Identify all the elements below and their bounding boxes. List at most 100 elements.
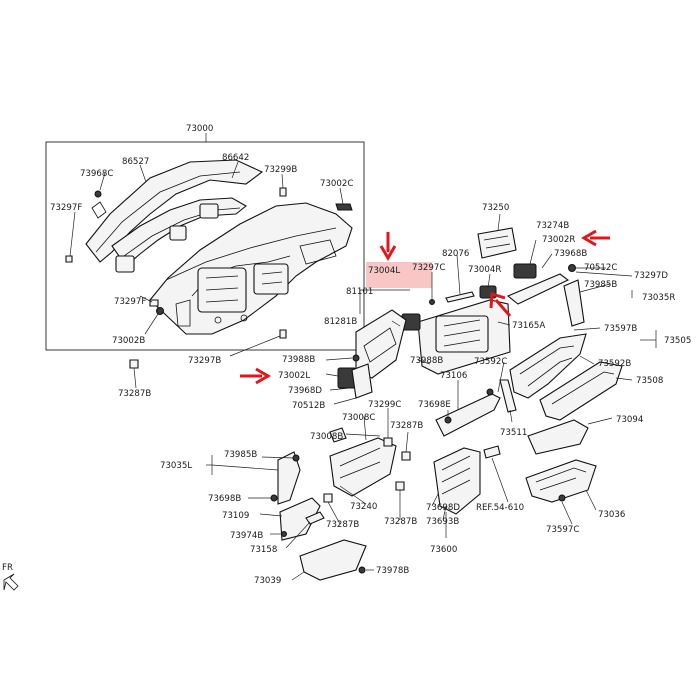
highlight-73004L xyxy=(366,262,432,288)
label-81101: 81101 xyxy=(346,287,373,297)
panel-73035L xyxy=(277,451,301,505)
panel-73035R xyxy=(506,273,570,305)
glovebox-73508 xyxy=(539,361,623,421)
label-73968C: 73968C xyxy=(80,169,113,179)
label-ref-54-610: REF.54-610 xyxy=(476,503,524,513)
label-73002R: 73002R xyxy=(542,235,575,245)
panel-73511 xyxy=(499,379,517,413)
clip-73978B xyxy=(358,566,366,574)
label-73297B: 73297B xyxy=(188,356,221,366)
red-arrow-73004L-icon xyxy=(379,232,397,261)
label-73002C: 73002C xyxy=(320,179,353,189)
label-70512B: 70512B xyxy=(292,401,325,411)
cover-73039 xyxy=(299,539,367,581)
label-73988B-b: 73988B xyxy=(410,356,443,366)
label-73597C: 73597C xyxy=(546,525,579,535)
label-73968D: 73968D xyxy=(288,386,322,396)
label-73158: 73158 xyxy=(250,545,277,555)
label-73287B-c: 73287B xyxy=(326,520,359,530)
clip-70512C xyxy=(568,264,576,272)
label-73004R: 73004R xyxy=(468,265,501,275)
bolt-73297F xyxy=(65,255,73,263)
clip-73597C xyxy=(558,494,566,502)
label-73985B-b: 73985B xyxy=(224,450,257,460)
front-direction-arrow-icon xyxy=(3,573,19,591)
red-arrow-73002L-icon xyxy=(240,367,271,385)
clip-73002C xyxy=(335,203,353,211)
part-labels: 73000 86527 86642 73299B 73968C 73002C 7… xyxy=(2,124,691,586)
clip-73974B xyxy=(281,531,287,537)
label-fr: FR xyxy=(2,563,13,573)
label-73592B: 73592B xyxy=(598,359,631,369)
label-86642: 86642 xyxy=(222,153,249,163)
trim-73094 xyxy=(527,419,589,455)
red-arrow-73002R-icon xyxy=(581,229,610,247)
trim-82076 xyxy=(445,291,475,303)
label-73698D: 73698D xyxy=(426,503,460,513)
label-73974B: 73974B xyxy=(230,531,263,541)
label-73035L: 73035L xyxy=(160,461,192,471)
console-73600 xyxy=(433,447,481,515)
label-73109: 73109 xyxy=(222,511,249,521)
bracket-73240 xyxy=(329,437,397,497)
label-73968B: 73968B xyxy=(554,249,587,259)
label-70512C: 70512C xyxy=(584,263,617,273)
cap-ref xyxy=(483,445,501,459)
air-duct xyxy=(85,159,264,273)
label-73094: 73094 xyxy=(616,415,643,425)
label-73002L: 73002L xyxy=(278,371,310,381)
label-73511: 73511 xyxy=(500,428,527,438)
trim-73106 xyxy=(435,393,501,437)
bolt-73287B-b xyxy=(401,451,411,461)
label-73985B-a: 73985B xyxy=(584,280,617,290)
label-73297F-b: 73297F xyxy=(114,297,146,307)
bolt-73287B-d xyxy=(323,493,333,503)
label-73240: 73240 xyxy=(350,502,377,512)
bolt-73287B xyxy=(129,359,139,369)
label-73165A: 73165A xyxy=(512,321,545,331)
red-arrows xyxy=(240,229,610,385)
bolt-73297F-b xyxy=(149,299,159,307)
assembly-box-73000 xyxy=(45,141,365,351)
bracket-73036 xyxy=(525,459,597,503)
label-73297D: 73297D xyxy=(634,271,668,281)
label-73287B-a: 73287B xyxy=(118,389,151,399)
screw-73299C xyxy=(383,437,393,447)
label-73592C: 73592C xyxy=(474,357,507,367)
label-73597B: 73597B xyxy=(604,324,637,334)
label-73508: 73508 xyxy=(636,376,663,386)
clip-73968C xyxy=(94,190,102,198)
label-73250: 73250 xyxy=(482,203,509,213)
label-82076: 82076 xyxy=(442,249,469,259)
label-73287B-d: 73287B xyxy=(384,517,417,527)
vent-73002R xyxy=(513,263,537,279)
pad-73158 xyxy=(305,511,325,525)
label-73297F-a: 73297F xyxy=(50,203,82,213)
label-73505: 73505 xyxy=(664,336,691,346)
label-86527: 86527 xyxy=(122,157,149,167)
bracket-73008B xyxy=(329,427,347,443)
dashboard-panel xyxy=(149,202,353,335)
label-73036: 73036 xyxy=(598,510,625,520)
label-73039: 73039 xyxy=(254,576,281,586)
bracket-73985B xyxy=(563,279,585,327)
label-81281B: 81281B xyxy=(324,317,357,327)
label-73978B: 73978B xyxy=(376,566,409,576)
label-73004L: 73004L xyxy=(368,266,400,276)
screw-73299B xyxy=(279,187,287,197)
glovebox-lid-73505 xyxy=(509,333,587,399)
label-73274B: 73274B xyxy=(536,221,569,231)
label-73008C: 73008C xyxy=(342,413,375,423)
label-73002B: 73002B xyxy=(112,336,145,346)
label-73008B: 73008B xyxy=(310,432,343,442)
label-73693B: 73693B xyxy=(426,517,459,527)
label-73698B: 73698B xyxy=(208,494,241,504)
label-73299C: 73299C xyxy=(368,400,401,410)
label-73299B: 73299B xyxy=(264,165,297,175)
red-arrow-73004R-icon xyxy=(489,292,512,317)
label-73988B-a: 73988B xyxy=(282,355,315,365)
bolt-73287B-c xyxy=(395,481,405,491)
label-73287B-b: 73287B xyxy=(390,421,423,431)
clip-73297C xyxy=(429,299,435,305)
